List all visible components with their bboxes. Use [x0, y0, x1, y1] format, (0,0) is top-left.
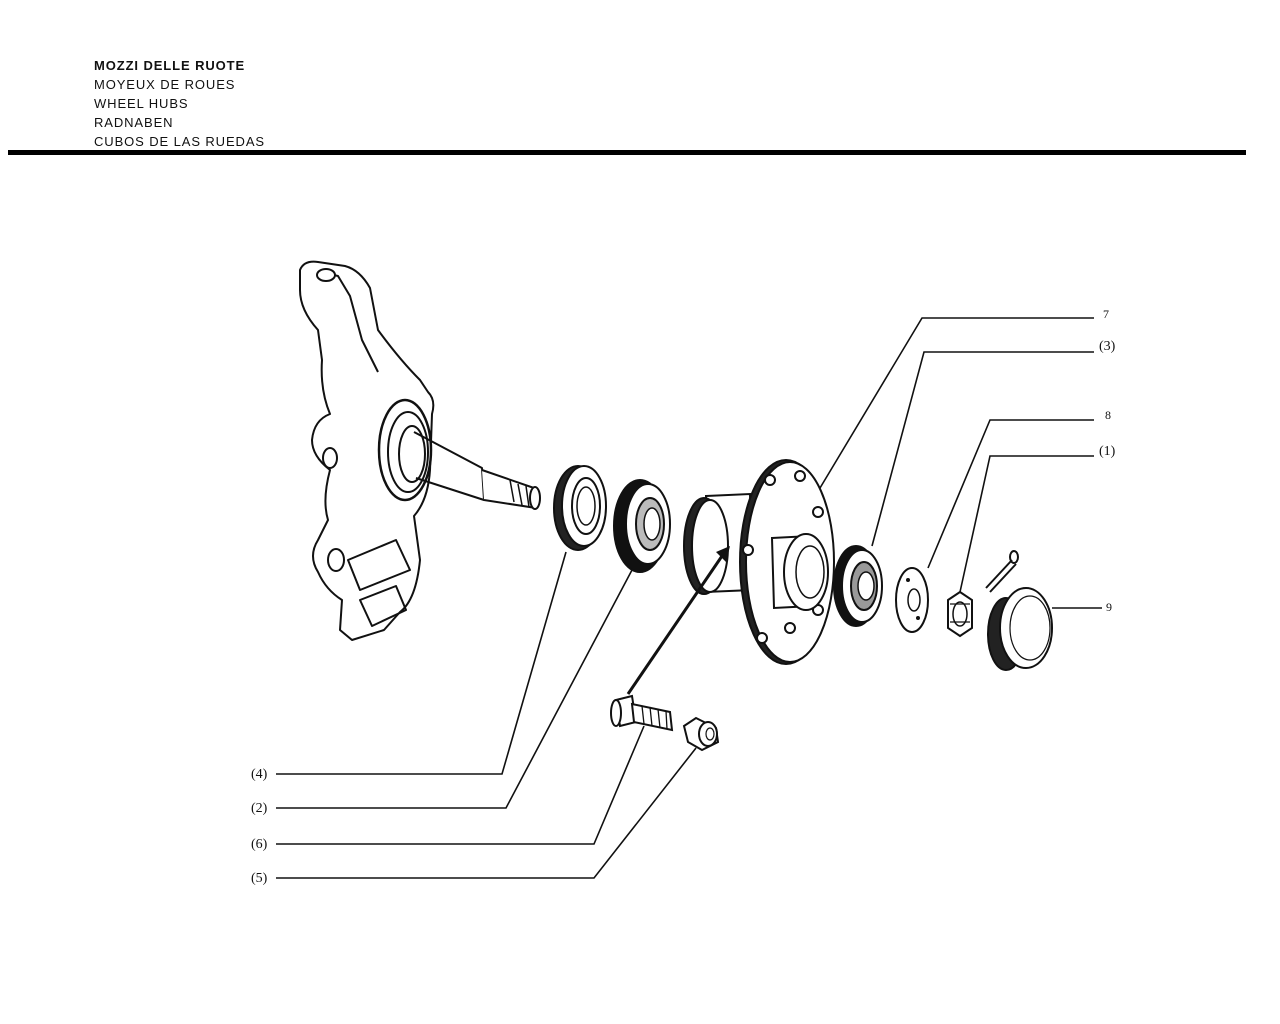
- callout-1: (1): [1099, 444, 1116, 459]
- oil-seal: [553, 465, 607, 551]
- callout-7: 7: [1103, 307, 1109, 321]
- steering-knuckle: [299, 260, 541, 641]
- title-spanish: CUBOS DE LAS RUEDAS: [94, 134, 265, 149]
- callout-9: 9: [1106, 600, 1112, 614]
- title-french: MOYEUX DE ROUES: [94, 77, 236, 92]
- callout-6: (6): [251, 837, 268, 852]
- cotter-pin: [985, 550, 1019, 593]
- callout-3: (3): [1099, 339, 1116, 354]
- title-german: RADNABEN: [94, 115, 174, 130]
- wheel-stud: [610, 694, 674, 732]
- assembly-arrow: [626, 555, 724, 695]
- outer-bearing: [833, 545, 883, 627]
- castle-nut: [947, 590, 973, 638]
- wheel-nut: [682, 716, 720, 752]
- callout-5: (5): [251, 871, 268, 886]
- callout-4: (4): [251, 767, 268, 782]
- inner-bearing: [613, 479, 671, 573]
- assembly-arrow-head: [716, 546, 730, 562]
- wheel-hub: [683, 459, 835, 665]
- hub-cap: [987, 587, 1053, 671]
- leader-lines: [276, 317, 1102, 879]
- page-header: MOZZI DELLE RUOTE MOYEUX DE ROUES WHEEL …: [94, 56, 265, 151]
- title-english: WHEEL HUBS: [94, 96, 189, 111]
- header-rule: [8, 150, 1246, 155]
- title-italian: MOZZI DELLE RUOTE: [94, 58, 246, 73]
- callout-8: 8: [1105, 408, 1111, 422]
- thrust-washer: [895, 567, 929, 633]
- callout-2: (2): [251, 801, 268, 816]
